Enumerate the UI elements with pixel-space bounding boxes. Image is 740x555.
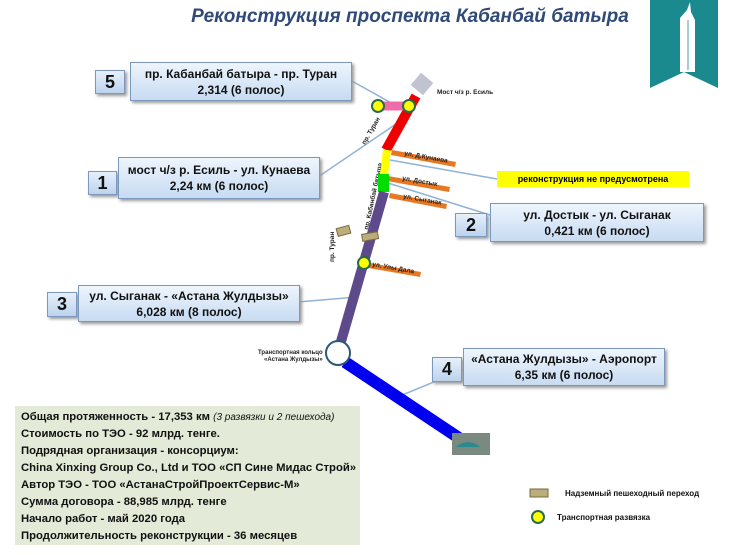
segment-yellow	[380, 149, 391, 176]
segment-label-4: «Астана Жулдызы» - Аэропорт 6,35 км (6 по…	[463, 348, 665, 386]
legend-pedestrian: Надземный пешеходный переход	[565, 489, 700, 498]
segment-length: 6,028 км (8 полос)	[136, 304, 242, 319]
segment-title: «Астана Жулдызы» - Аэропорт	[471, 352, 657, 366]
interchanges	[357, 99, 416, 270]
ring-label-2: «Астана Жулдызы»	[264, 357, 323, 363]
segment-title: ул. Достык - ул. Сыганак	[523, 207, 671, 222]
info-contract: Сумма договора - 88,985 млрд. тенге	[21, 496, 227, 508]
street-turan-2: пр. Туран	[329, 232, 336, 262]
info-start: Начало работ - май 2020 года	[21, 513, 186, 525]
segment-length: 2,24 км (6 полос)	[169, 179, 269, 193]
info-length: Общая протяженность - 17,353 км	[21, 411, 214, 423]
info-author: Автор ТЭО - ТОО «АстанаСтройПроектСервис…	[21, 479, 300, 491]
info-length-note: (3 развязки и 2 пешехода)	[213, 412, 335, 423]
segment-number-5: 5	[95, 70, 125, 94]
segment-length: 0,421 км (6 полос)	[544, 223, 650, 238]
bridge-label: Мост ч/з р. Есиль	[437, 89, 493, 96]
legend-pedestrian-icon	[529, 488, 549, 498]
street-syganak: ул. Сыганак	[403, 193, 443, 207]
info-length-row: Общая протяженность - 17,353 км (3 развя…	[21, 409, 354, 426]
segment-length: 2,314 (6 полос)	[197, 82, 285, 97]
segment-label-1: мост ч/з р. Есиль - ул. Кунаева 2,24 км (…	[118, 157, 320, 199]
legend-interchange-icon	[531, 510, 545, 524]
segment-title: мост ч/з р. Есиль - ул. Кунаева	[127, 163, 311, 177]
no-reconstruction-note: реконструкция не предусмотрена	[497, 171, 689, 187]
segment-number-3: 3	[47, 292, 77, 317]
ring-interchange	[325, 340, 351, 366]
legend-interchange: Транспортная развязка	[557, 513, 651, 522]
segment-length: 6,35 км (6 полос)	[514, 368, 614, 382]
bridge-icon	[410, 72, 434, 96]
segment-number-4: 4	[432, 357, 462, 382]
pedestrian-crossings	[335, 224, 380, 242]
street-uly-dala: ул. Улы Дала	[372, 261, 415, 275]
segment-label-3: ул. Сыганак - «Астана Жулдызы»6,028 км (…	[78, 285, 300, 322]
street-kunaev: ул. Д.Кунаева	[404, 150, 449, 165]
project-info-box: Общая протяженность - 17,353 км (3 развя…	[15, 406, 360, 545]
info-contractor: Подрядная организация - консорциум:	[21, 445, 239, 457]
segment-green	[378, 174, 389, 192]
segment-number-2: 2	[455, 213, 487, 237]
logo-icon	[650, 0, 718, 88]
info-consortium: China Xinxing Group Co., Ltd и ТОО «СП С…	[21, 462, 357, 474]
info-duration: Продолжительность реконструкции - 36 мес…	[21, 530, 298, 542]
info-cost: Стоимость по ТЭО - 92 млрд. тенге.	[21, 428, 220, 440]
page-title: Реконструкция проспекта Кабанбай батыра	[191, 6, 629, 27]
ring-label-1: Транспортная кольцо	[258, 350, 323, 356]
airport-dome-icon	[456, 442, 480, 447]
segment-blue	[341, 357, 466, 445]
segment-title: ул. Сыганак - «Астана Жулдызы»	[89, 288, 289, 303]
segment-number-1: 1	[88, 171, 117, 195]
cross-streets	[363, 150, 456, 277]
segment-title: пр. Кабанбай батыра - пр. Туран	[144, 66, 338, 81]
